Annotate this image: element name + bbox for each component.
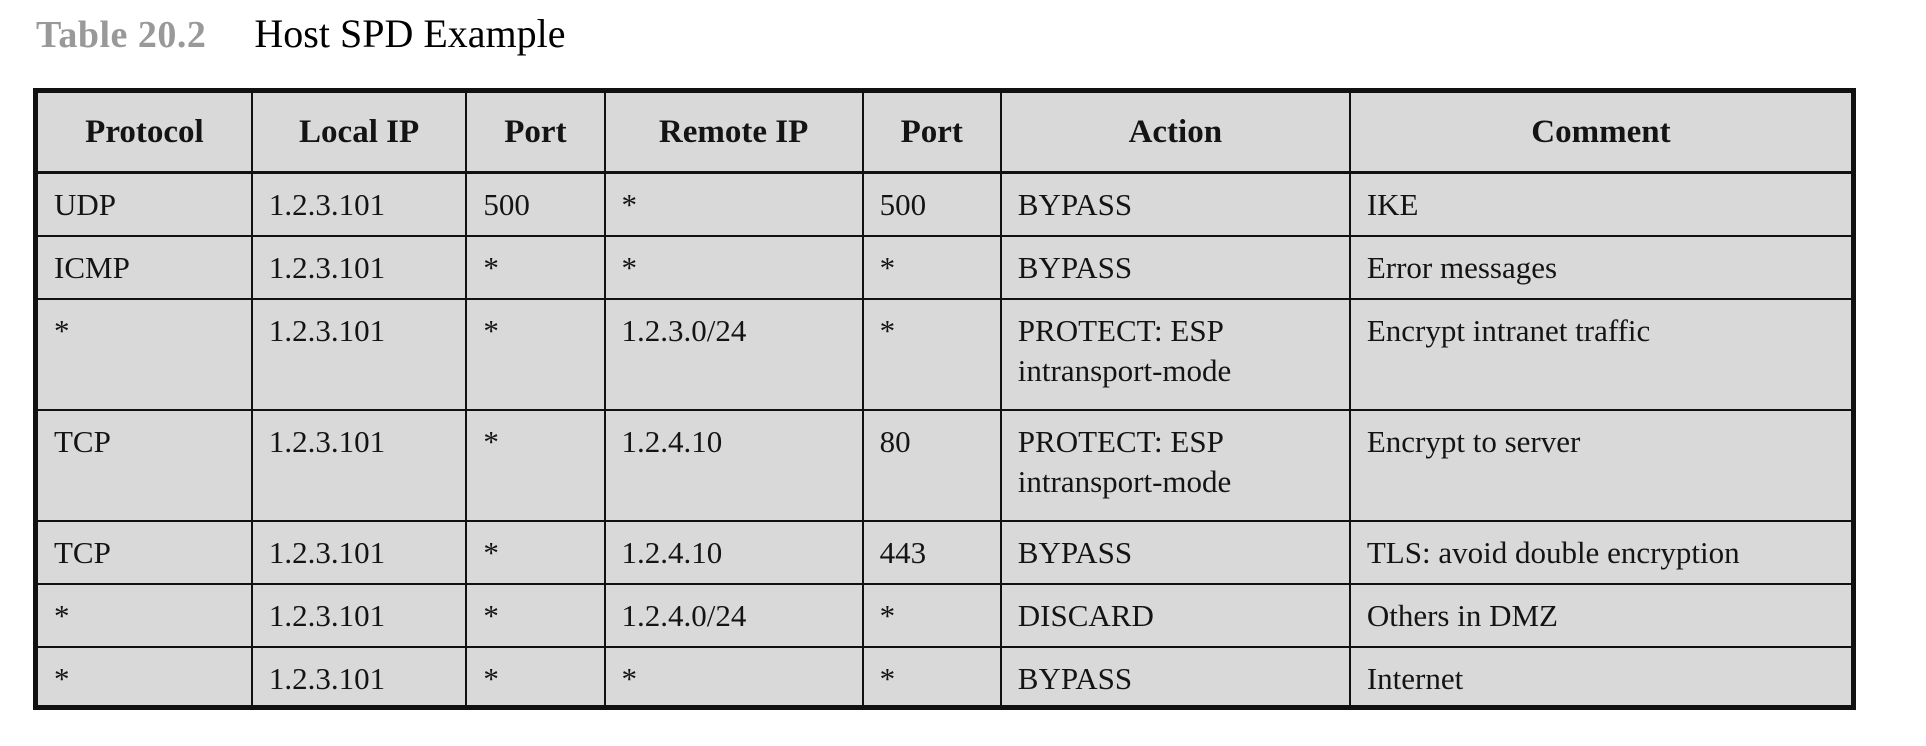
cell-local-port: * bbox=[465, 582, 606, 648]
table-number-label: Table 20.2 bbox=[36, 14, 207, 56]
header-remote-ip: Remote IP bbox=[603, 89, 864, 174]
action-line: PROTECT: ESP bbox=[1017, 312, 1224, 348]
header-row: Protocol Local IP Port Remote IP Port Ac… bbox=[34, 89, 1855, 174]
cell-local-ip: 1.2.3.101 bbox=[250, 234, 468, 300]
cell-action: BYPASS bbox=[999, 234, 1351, 300]
cell-action: PROTECT: ESP intransport-mode bbox=[999, 408, 1351, 522]
cell-remote-ip: 1.2.4.10 bbox=[603, 408, 864, 522]
cell-protocol: * bbox=[34, 582, 253, 648]
cell-action: BYPASS bbox=[999, 171, 1351, 237]
action-line: BYPASS bbox=[1017, 660, 1133, 696]
cell-remote-ip: * bbox=[603, 171, 864, 237]
cell-remote-port: * bbox=[861, 297, 1002, 411]
cell-protocol: ICMP bbox=[34, 234, 253, 300]
cell-comment: IKE bbox=[1348, 171, 1855, 237]
table-row: TCP 1.2.3.101 * 1.2.4.10 443 BYPASS TLS:… bbox=[34, 519, 1855, 585]
cell-remote-port: * bbox=[861, 234, 1002, 300]
table-row: * 1.2.3.101 * 1.2.4.0/24 * DISCARD Other… bbox=[34, 582, 1855, 648]
cell-local-ip: 1.2.3.101 bbox=[250, 519, 468, 585]
table-caption: Table 20.2 Host SPD Example bbox=[36, 10, 566, 57]
cell-remote-port: * bbox=[861, 645, 1002, 709]
table-row: * 1.2.3.101 * 1.2.3.0/24 * PROTECT: ESP … bbox=[34, 297, 1855, 411]
cell-remote-ip: 1.2.4.10 bbox=[603, 519, 864, 585]
cell-protocol: * bbox=[34, 645, 253, 709]
table-row: * 1.2.3.101 * * * BYPASS Internet bbox=[34, 645, 1855, 709]
cell-remote-port: 80 bbox=[861, 408, 1002, 522]
action-line: DISCARD bbox=[1017, 597, 1154, 633]
cell-action: BYPASS bbox=[999, 645, 1351, 709]
header-comment: Comment bbox=[1348, 89, 1855, 174]
header-protocol: Protocol bbox=[34, 89, 253, 174]
cell-local-port: 500 bbox=[465, 171, 606, 237]
cell-comment: Internet bbox=[1348, 645, 1855, 709]
action-line: PROTECT: ESP bbox=[1017, 423, 1224, 459]
cell-local-ip: 1.2.3.101 bbox=[250, 582, 468, 648]
cell-protocol: UDP bbox=[34, 171, 253, 237]
header-action: Action bbox=[999, 89, 1351, 174]
cell-remote-port: 443 bbox=[861, 519, 1002, 585]
action-line: BYPASS bbox=[1017, 534, 1133, 570]
cell-local-port: * bbox=[465, 297, 606, 411]
cell-local-ip: 1.2.3.101 bbox=[250, 297, 468, 411]
cell-comment: Error messages bbox=[1348, 234, 1855, 300]
cell-action: DISCARD bbox=[999, 582, 1351, 648]
table-row: TCP 1.2.3.101 * 1.2.4.10 80 PROTECT: ESP… bbox=[34, 408, 1855, 522]
action-line: intransport-mode bbox=[1017, 464, 1232, 500]
cell-local-port: * bbox=[465, 408, 606, 522]
cell-local-ip: 1.2.3.101 bbox=[250, 645, 468, 709]
cell-remote-ip: * bbox=[603, 645, 864, 709]
cell-local-port: * bbox=[465, 645, 606, 709]
cell-action: BYPASS bbox=[999, 519, 1351, 585]
cell-remote-port: 500 bbox=[861, 171, 1002, 237]
cell-protocol: TCP bbox=[34, 408, 253, 522]
cell-comment: Encrypt to server bbox=[1348, 408, 1855, 522]
spd-table: Protocol Local IP Port Remote IP Port Ac… bbox=[33, 88, 1856, 710]
table-row: ICMP 1.2.3.101 * * * BYPASS Error messag… bbox=[34, 234, 1855, 300]
header-local-ip: Local IP bbox=[250, 89, 468, 174]
action-line: BYPASS bbox=[1017, 249, 1133, 285]
action-line: BYPASS bbox=[1017, 187, 1133, 222]
action-line: intransport-mode bbox=[1017, 353, 1232, 389]
cell-local-port: * bbox=[465, 234, 606, 300]
cell-local-ip: 1.2.3.101 bbox=[250, 171, 468, 237]
cell-protocol: * bbox=[34, 297, 253, 411]
cell-remote-ip: 1.2.3.0/24 bbox=[603, 297, 864, 411]
cell-comment: Others in DMZ bbox=[1348, 582, 1855, 648]
cell-protocol: TCP bbox=[34, 519, 253, 585]
cell-remote-ip: 1.2.4.0/24 bbox=[603, 582, 864, 648]
table-title: Host SPD Example bbox=[254, 11, 566, 56]
cell-local-ip: 1.2.3.101 bbox=[250, 408, 468, 522]
header-remote-port: Port bbox=[861, 89, 1002, 174]
table-row: UDP 1.2.3.101 500 * 500 BYPASS IKE bbox=[34, 171, 1855, 237]
cell-comment: TLS: avoid double encryption bbox=[1348, 519, 1855, 585]
header-local-port: Port bbox=[465, 89, 606, 174]
cell-remote-port: * bbox=[861, 582, 1002, 648]
cell-local-port: * bbox=[465, 519, 606, 585]
cell-comment: Encrypt intranet traffic bbox=[1348, 297, 1855, 411]
cell-action: PROTECT: ESP intransport-mode bbox=[999, 297, 1351, 411]
cell-remote-ip: * bbox=[603, 234, 864, 300]
